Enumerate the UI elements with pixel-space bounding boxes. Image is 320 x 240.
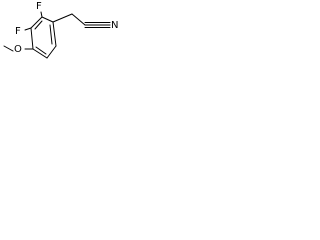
- bond-c1-ch2: [52, 13, 73, 23]
- ring-bond-c3-c4: [30, 27, 34, 50]
- ring-bond-c1-c2: [41, 16, 54, 23]
- ring-bond-c6-c1: [52, 21, 57, 47]
- bond-c2-f-top: [40, 11, 43, 18]
- ring-double-bond-c2-c3: [34, 20, 43, 30]
- ring-double-bond-c6-c1: [49, 24, 53, 45]
- bond-ch2-cn: [71, 13, 86, 26]
- structural-formula: F F O N: [3, 1, 118, 59]
- atom-label-nitrogen: N: [111, 20, 118, 31]
- atom-label-fluorine-top: F: [36, 1, 42, 12]
- ring-bond-c2-c3: [30, 16, 43, 29]
- atom-label-fluorine-left: F: [15, 26, 21, 37]
- atom-label-oxygen: O: [14, 44, 22, 55]
- ring-bond-c4-c5: [32, 48, 48, 59]
- bond-o-methyl: [3, 45, 14, 52]
- ring-bond-c5-c6: [46, 45, 57, 59]
- bond-c3-f-left: [24, 27, 32, 31]
- ring-double-bond-c4-c5: [35, 46, 47, 55]
